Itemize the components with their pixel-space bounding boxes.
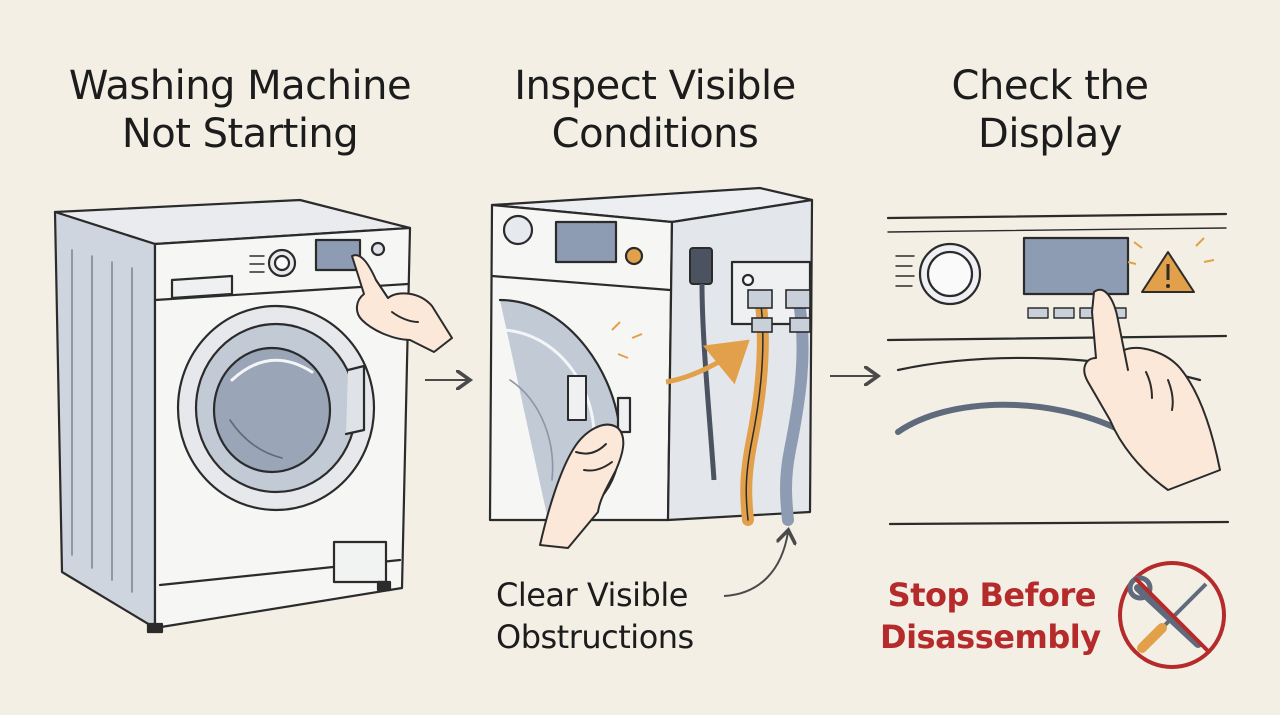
panel-title-inspect: Inspect Visible Conditions [514,63,796,157]
panel-title-not-starting: Washing Machine Not Starting [68,63,412,157]
orange-arrow-icon [665,339,750,385]
hand-gripping-icon [539,375,625,549]
warning-triangle-icon [1127,237,1215,293]
panel-title-check-display: Check the Display [951,63,1149,157]
hand-pointing-icon [1083,288,1221,491]
control-panel-illustration [886,212,1230,526]
water-hoses [740,289,811,526]
spark-icon [611,321,643,359]
curved-arrow-icon [723,532,788,597]
washing-machine-illustration [53,198,412,634]
caption-clear-obstructions: Clear Visible Obstructions [496,576,694,656]
caption-stop-before-disassembly: Stop Before Disassembly [880,576,1101,656]
hand-pointing-icon [351,254,453,353]
no-tools-icon [1118,561,1226,669]
